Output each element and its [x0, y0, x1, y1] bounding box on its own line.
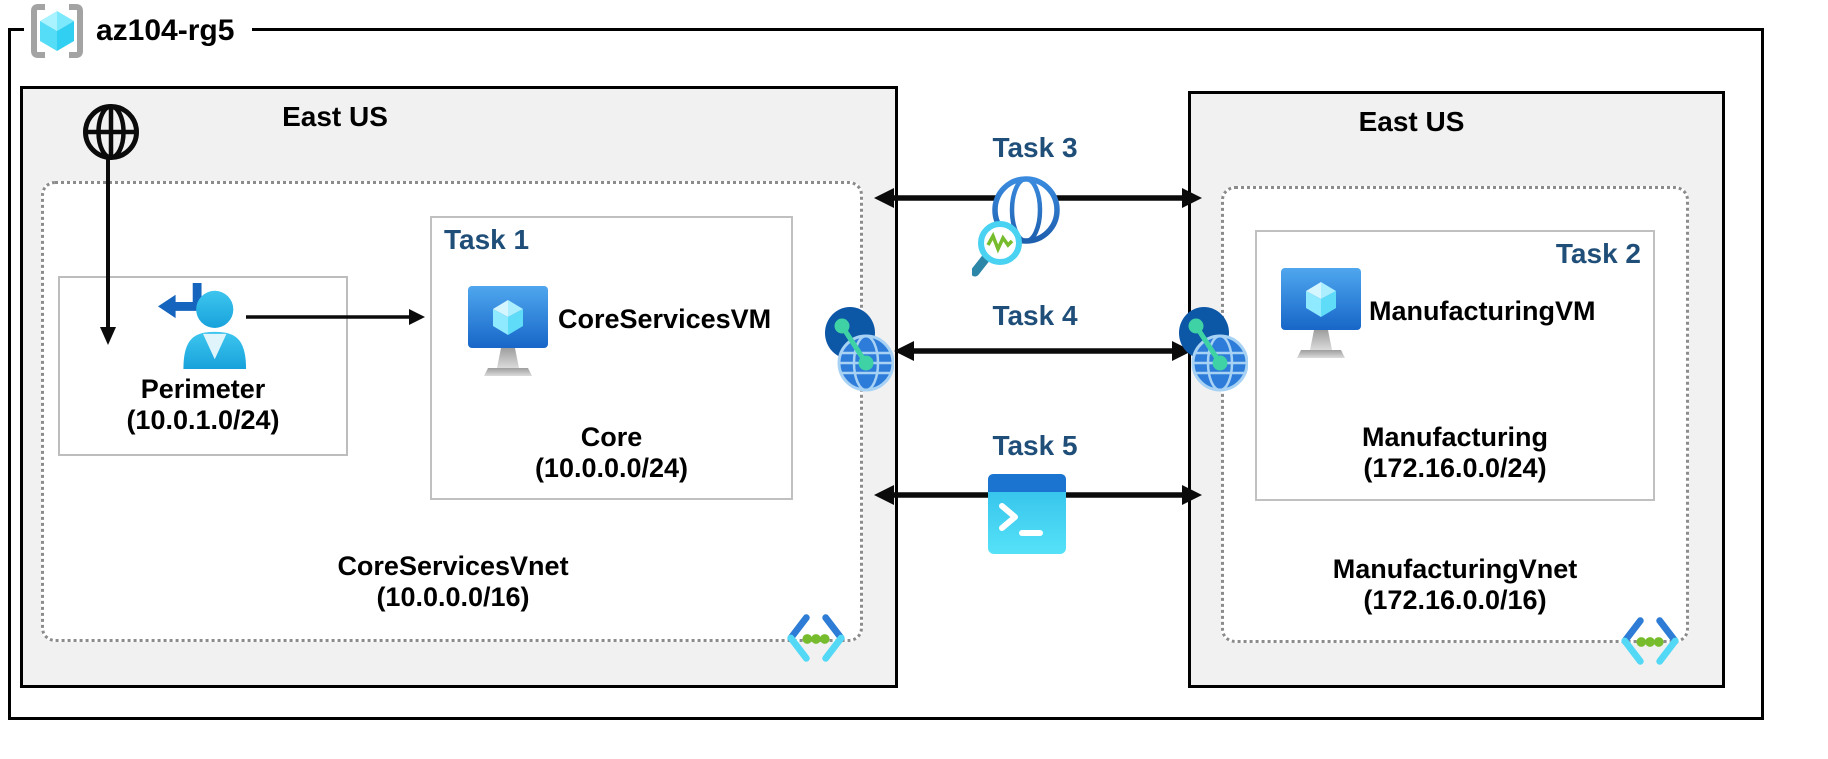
vm-icon — [468, 286, 548, 382]
manufacturing-subnet-label: Manufacturing (172.16.0.0/24) — [1257, 422, 1653, 484]
core-vnet-cidr: (10.0.0.0/16) — [376, 582, 530, 612]
region-left-title: East US — [282, 101, 388, 132]
task4-label: Task 4 — [992, 300, 1078, 331]
vm-icon — [1281, 268, 1361, 364]
task2-label: Task 2 — [1555, 238, 1641, 269]
manufacturing-vnet-label: ManufacturingVnet (172.16.0.0/16) — [1245, 554, 1665, 616]
core-subnet-label: Core (10.0.0.0/24) — [432, 422, 791, 484]
region-right: East US Task 2 — [1188, 91, 1725, 688]
task5-label: Task 5 — [992, 430, 1078, 461]
region-left: East US Task 6 — [20, 86, 898, 688]
core-vm-name: CoreServicesVM — [558, 304, 772, 334]
manufacturing-vnet-name: ManufacturingVnet — [1332, 554, 1578, 584]
manufacturing-subnet-cidr: (172.16.0.0/24) — [1363, 453, 1547, 483]
manufacturing-vnet-cidr: (172.16.0.0/16) — [1363, 585, 1547, 615]
manufacturing-vm-name: ManufacturingVM — [1369, 296, 1596, 326]
network-watcher-icon — [970, 170, 1068, 280]
manufacturing-subnet-name: Manufacturing — [1362, 422, 1548, 452]
manufacturing-subnet-box: Task 2 — [1255, 230, 1655, 501]
internet-globe-icon — [82, 103, 140, 161]
virtual-network-icon — [785, 611, 847, 665]
resource-group-icon — [28, 2, 86, 60]
vnet-peering-icon — [824, 306, 895, 394]
perimeter-subnet-cidr: (10.0.1.0/24) — [126, 405, 280, 435]
core-subnet-box: Task 1 — [430, 216, 793, 500]
resource-group-label: az104-rg5 — [24, 0, 253, 62]
user-signin-icon — [158, 282, 248, 370]
perimeter-subnet-box: Perimeter (10.0.1.0/24) — [58, 276, 348, 456]
cloud-shell-icon — [988, 474, 1066, 554]
task3-label: Task 3 — [992, 132, 1078, 163]
core-subnet-name: Core — [580, 422, 643, 452]
task1-label: Task 1 — [444, 224, 530, 255]
vnet-peering-icon — [1178, 306, 1249, 394]
resource-group-frame — [8, 28, 1764, 720]
region-right-title: East US — [1358, 106, 1465, 137]
core-vnet-name: CoreServicesVnet — [337, 551, 569, 581]
resource-group-name: az104-rg5 — [96, 14, 235, 47]
virtual-network-icon — [1619, 614, 1681, 668]
core-vnet-label: CoreServicesVnet (10.0.0.0/16) — [233, 551, 673, 613]
perimeter-subnet-name: Perimeter — [140, 374, 266, 404]
core-subnet-cidr: (10.0.0.0/24) — [534, 453, 689, 483]
